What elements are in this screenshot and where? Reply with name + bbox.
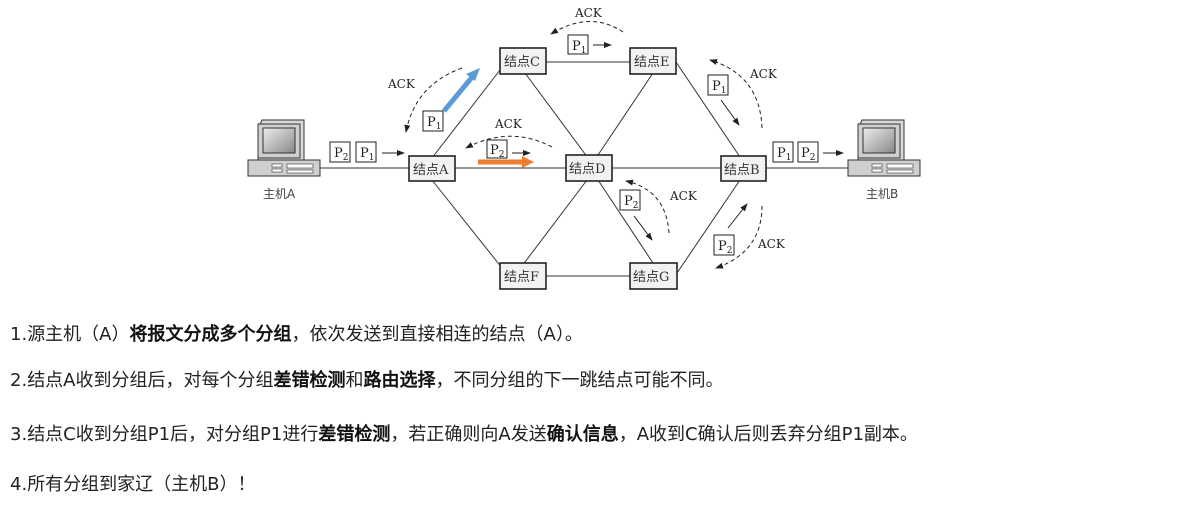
arrow-p1-E-to-B bbox=[720, 99, 740, 126]
ack-label-B: ACK bbox=[757, 237, 786, 251]
node-d-label: 结点D bbox=[569, 162, 605, 177]
step-text: ，若正确则向A发送 bbox=[390, 424, 547, 445]
packet-p1-A-to-C: P1 bbox=[422, 110, 444, 132]
packet-p1-hostB: P1 bbox=[772, 141, 794, 163]
node-b-label: 结点B bbox=[724, 163, 760, 178]
svg-text:P1: P1 bbox=[360, 146, 374, 163]
svg-text:P2: P2 bbox=[718, 239, 732, 256]
step-text-bold: 差错检测 bbox=[273, 370, 346, 391]
host-b-label: 主机B bbox=[866, 187, 898, 201]
host-a-label: 主机A bbox=[263, 187, 296, 201]
node-a: 结点A bbox=[408, 155, 456, 182]
ack-label-C: ACK bbox=[574, 6, 603, 20]
node-a-label: 结点A bbox=[413, 163, 449, 178]
svg-text:P2: P2 bbox=[801, 146, 815, 163]
network-links bbox=[320, 61, 850, 277]
step-text: 结点A收到分组后，对每个分组 bbox=[27, 370, 274, 391]
packet-switching-diagram: 主机A 主机B 结点A 结点B 结点C 结点D 结点E 结点F 结点G bbox=[247, 6, 921, 290]
svg-text:P1: P1 bbox=[427, 115, 441, 132]
node-c: 结点C bbox=[499, 47, 547, 75]
host-b-computer-icon bbox=[847, 119, 921, 177]
node-e: 结点E bbox=[629, 47, 677, 75]
node-b: 结点B bbox=[720, 155, 767, 182]
step-text: 所有分组到家辽（主机B）！ bbox=[27, 474, 256, 495]
packet-p2-G-to-B: P2 bbox=[713, 234, 735, 256]
step-text: 结点C收到分组P1后，对分组P1进行 bbox=[27, 424, 319, 445]
ack-label-D: ACK bbox=[494, 117, 523, 131]
link-D-E bbox=[595, 72, 654, 159]
node-g: 结点G bbox=[629, 262, 678, 290]
step-3: 3.结点C收到分组P1后，对分组P1进行差错检测，若正确则向A发送确认信息，A收… bbox=[10, 420, 918, 446]
step-text: ，依次发送到直接相连的结点（A）。 bbox=[291, 324, 583, 345]
step-4: 4.所有分组到家辽（主机B）！ bbox=[10, 470, 256, 496]
step-text: 源主机（A） bbox=[27, 324, 130, 345]
step-number: 4. bbox=[10, 474, 28, 495]
ack-B-to-E-curve bbox=[709, 59, 763, 129]
svg-text:P2: P2 bbox=[334, 146, 348, 163]
ack-G-to-D-curve bbox=[625, 179, 670, 234]
node-e-label: 结点E bbox=[634, 55, 670, 70]
arrow-p2-D-to-G bbox=[633, 215, 653, 241]
ack-label-A: ACK bbox=[387, 77, 416, 91]
step-text-bold: 差错检测 bbox=[318, 424, 391, 445]
node-f: 结点F bbox=[499, 262, 547, 290]
link-D-G bbox=[597, 179, 656, 267]
link-C-D bbox=[524, 72, 589, 159]
svg-text:P2: P2 bbox=[624, 194, 638, 211]
packet-p1-E-to-B: P1 bbox=[707, 74, 729, 96]
svg-text:P1: P1 bbox=[777, 146, 791, 163]
step-text: ，不同分组的下一跳结点可能不同。 bbox=[435, 370, 724, 391]
ack-C-to-A-curve bbox=[404, 67, 463, 133]
ack-E-to-C-curve bbox=[550, 21, 624, 35]
node-g-label: 结点G bbox=[633, 270, 669, 285]
packet-p1-hostA: P1 bbox=[355, 141, 377, 163]
svg-text:P2: P2 bbox=[490, 143, 504, 160]
link-A-C bbox=[431, 69, 501, 159]
svg-text:P1: P1 bbox=[712, 79, 726, 96]
ack-B-to-G-curve bbox=[715, 205, 763, 269]
node-f-label: 结点F bbox=[504, 270, 539, 285]
packet-p2-A-to-D: P2 bbox=[486, 139, 508, 160]
step-text: 和 bbox=[345, 370, 364, 391]
ack-label-E: ACK bbox=[749, 67, 778, 81]
packet-p2-hostB: P2 bbox=[797, 141, 819, 163]
step-number: 2. bbox=[10, 370, 28, 391]
step-text-bold: 确认信息 bbox=[546, 424, 619, 445]
node-d: 结点D bbox=[565, 154, 613, 182]
ack-D-to-A-curve bbox=[465, 135, 553, 149]
ack-label-G: ACK bbox=[669, 189, 698, 203]
link-G-B bbox=[676, 179, 741, 274]
step-1: 1.源主机（A）将报文分成多个分组，依次发送到直接相连的结点（A）。 bbox=[10, 320, 583, 346]
link-D-F bbox=[521, 179, 588, 267]
link-A-F bbox=[431, 179, 503, 269]
step-text-bold: 路由选择 bbox=[363, 370, 436, 391]
packet-p2-D-to-G: P2 bbox=[619, 189, 641, 211]
packet-p1-C-to-E: P1 bbox=[567, 34, 589, 56]
step-number: 1. bbox=[10, 324, 28, 345]
packet-p2-hostA: P2 bbox=[329, 141, 351, 163]
node-c-label: 结点C bbox=[504, 55, 540, 70]
host-a-computer-icon bbox=[247, 119, 321, 177]
svg-text:P1: P1 bbox=[572, 39, 586, 56]
step-2: 2.结点A收到分组后，对每个分组差错检测和路由选择，不同分组的下一跳结点可能不同… bbox=[10, 366, 724, 392]
link-E-B bbox=[675, 61, 741, 158]
step-text: ，A收到C确认后则丢弃分组P1副本。 bbox=[618, 424, 918, 445]
arrow-p2-G-to-B bbox=[727, 203, 748, 229]
step-number: 3. bbox=[10, 424, 28, 445]
blue-forward-arrow bbox=[442, 68, 480, 113]
orange-forward-arrow bbox=[478, 156, 534, 168]
step-text-bold: 将报文分成多个分组 bbox=[129, 324, 292, 345]
